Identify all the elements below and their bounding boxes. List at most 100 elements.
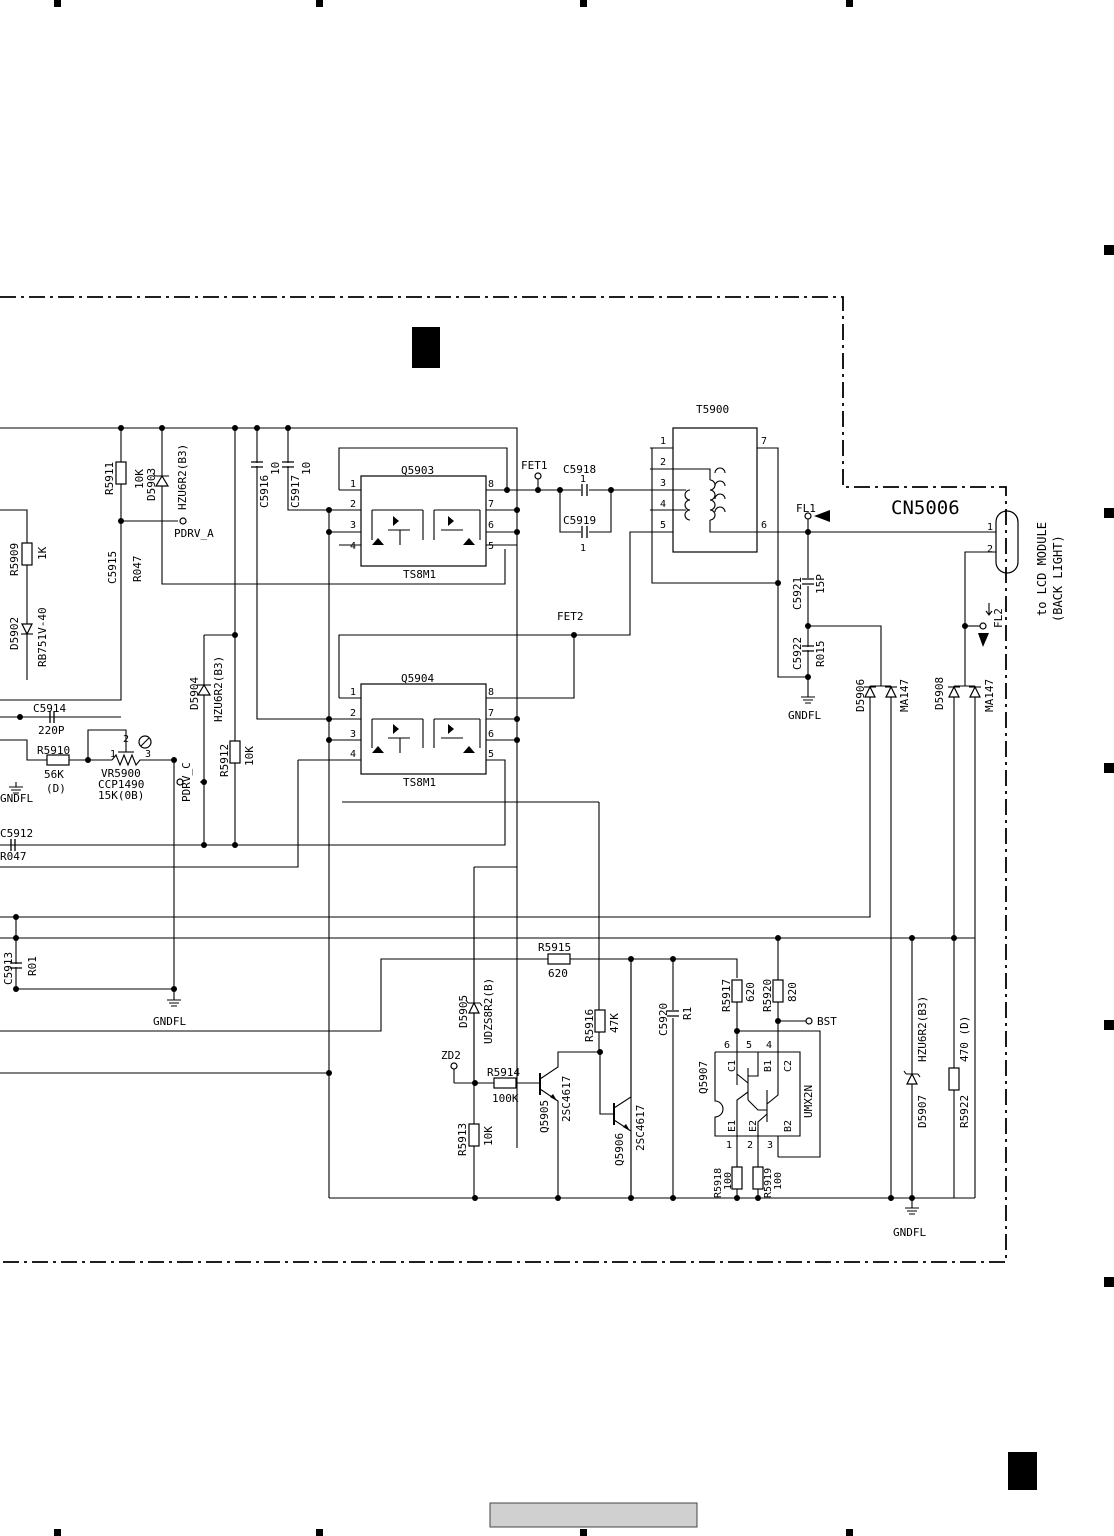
- cn5006-pin-1: 1: [987, 522, 993, 533]
- d5902-ref: D5902: [8, 617, 21, 650]
- connector-cn5006: CN5006 1 2 to LCD MODULE (BACK LIGHT): [891, 497, 1065, 622]
- d5905-value: UDZS8R2(B): [482, 978, 495, 1044]
- r5910-value: 56K: [44, 768, 64, 781]
- r5912-value: 10K: [243, 746, 256, 766]
- pdrv-a-label: PDRV_A: [174, 527, 214, 540]
- r5915-ref: R5915: [538, 941, 571, 954]
- resistor-r5916: R5916 47K: [583, 1009, 621, 1042]
- c5921-value: 15P: [814, 574, 827, 594]
- wire-q5904-pin4: [0, 759, 339, 868]
- q5903-ref: Q5903: [401, 464, 434, 477]
- c5915-ref: C5915: [106, 551, 119, 584]
- c5922-ref: C5922: [791, 637, 804, 670]
- t5900-pin-6: 6: [761, 520, 767, 531]
- diode-d5905: D5905 UDZS8R2(B): [457, 917, 495, 1083]
- transformer-t5900: T5900 1 2 3 4 5 7 6: [574, 403, 808, 678]
- fet1-net: FET1 C5918 1 C5919 1: [507, 459, 650, 554]
- c5915-value: R047: [131, 556, 144, 583]
- c5914-ref: C5914: [33, 702, 66, 715]
- output-fl1: FL1: [796, 502, 996, 533]
- capacitor-c5916: C5916 10: [251, 461, 282, 508]
- q5904-pin-6: 6: [488, 729, 494, 740]
- capacitor-c5913: C5913 R01: [2, 952, 39, 985]
- c5912-ref: C5912: [0, 827, 33, 840]
- r5920-ref: R5920: [761, 979, 774, 1012]
- vr5900-pin-1: 1: [110, 749, 116, 760]
- resistor-r5922: R5922 470 (D): [948, 1016, 971, 1128]
- r5915-value: 620: [548, 967, 568, 980]
- footer-label-box: [489, 1502, 698, 1528]
- resistor-r5914: R5914 100K: [487, 1066, 520, 1105]
- t5900-pin-1: 1: [660, 436, 666, 447]
- r5920-value: 820: [786, 982, 799, 1002]
- q5903-pin-5: 5: [488, 541, 494, 552]
- q5903-pin-4: 4: [350, 541, 356, 552]
- bst-terminal: BST: [778, 1015, 837, 1028]
- resistor-r5910: R5910 56K (D): [0, 739, 112, 795]
- r5916-ref: R5916: [583, 1009, 596, 1042]
- diode-d5902: D5902 RB751V-40: [8, 607, 49, 667]
- resistor-r5909: R5909 1K: [8, 542, 49, 576]
- q5904-pin-1: 1: [350, 687, 356, 698]
- capacitor-c5922: C5922 R015: [791, 637, 827, 670]
- r5922-value: 470 (D): [958, 1016, 971, 1062]
- transistor-array-q5907: 6 5 4 1 2 3 C1 B1 C2 E1 E2 B2 Q5907 UMX2…: [697, 1040, 815, 1167]
- q5907-term-c2: C2: [783, 1060, 794, 1072]
- fet2-label: FET2: [557, 610, 584, 623]
- r5914-value: 100K: [492, 1092, 519, 1105]
- resistor-r5917: R5917 620: [720, 979, 757, 1052]
- vr5900-value: CCP1490: [98, 778, 144, 791]
- r5917-value: 620: [744, 982, 757, 1002]
- c5920-value: R1: [681, 1007, 694, 1020]
- r5913-value: 10K: [482, 1126, 495, 1146]
- variable-resistor-vr5900: 2 1 3 VR5900 CCP1490 15K(0B): [87, 729, 174, 802]
- q5904-part: TS8M1: [403, 776, 436, 789]
- bst-label: BST: [817, 1015, 837, 1028]
- pdrv-c-terminal: [176, 778, 184, 786]
- q5903-pin-8: 8: [488, 479, 494, 490]
- q5907-pin-6: 6: [724, 1040, 730, 1051]
- t5900-pin-3: 3: [660, 478, 666, 489]
- q5907-term-e2: E2: [748, 1120, 759, 1132]
- zd2-label: ZD2: [441, 1049, 461, 1062]
- q5907-term-c1: C1: [727, 1060, 738, 1072]
- q5907-pin-5: 5: [746, 1040, 752, 1051]
- vr5900-pin-3: 3: [145, 749, 151, 760]
- r5914-ref: R5914: [487, 1066, 520, 1079]
- cn5006-pin-2: 2: [987, 544, 993, 555]
- resistor-r5915: R5915 620: [538, 941, 571, 980]
- d5906-value: MA147: [898, 679, 911, 712]
- d5902-value: RB751V-40: [36, 607, 49, 667]
- c5913-value: R01: [26, 956, 39, 976]
- ground-gndfl-bottom: GNDFL: [893, 1198, 926, 1239]
- r5916-value: 47K: [608, 1013, 621, 1033]
- output-fl2: FL2: [964, 551, 1005, 686]
- gndfl-c5922-label: GNDFL: [788, 709, 821, 722]
- fl2-label: FL2: [992, 608, 1005, 628]
- r5919-value: 100: [773, 1172, 784, 1190]
- c5922-value: R015: [814, 641, 827, 668]
- q5904-ref: Q5904: [401, 672, 434, 685]
- ground-gndfl-mid: GNDFL: [153, 989, 186, 1028]
- back-light-label: (BACK LIGHT): [1051, 535, 1065, 622]
- q5904-pin-8: 8: [488, 687, 494, 698]
- q5907-ref: Q5907: [697, 1061, 710, 1094]
- r5911-ref: R5911: [103, 462, 116, 495]
- zd2-terminal: [450, 1062, 458, 1070]
- r5910-ref: R5910: [37, 744, 70, 757]
- d5904-value: HZU6R2(B3): [212, 656, 225, 722]
- r5910-note: (D): [46, 782, 66, 795]
- d5908-ref: D5908: [933, 677, 946, 710]
- vr5900-ref: VR5900: [101, 767, 141, 780]
- q5906-value: 2SC4617: [634, 1105, 647, 1151]
- d5905-ref: D5905: [457, 995, 470, 1028]
- r5919-ref: R5919: [763, 1168, 774, 1198]
- q5907-term-b1: B1: [763, 1060, 774, 1072]
- c5920-ref: C5920: [657, 1003, 670, 1036]
- capacitor-c5920: C5920 R1: [657, 1003, 694, 1036]
- q5904-pin-4: 4: [350, 749, 356, 760]
- q5904-pin-7: 7: [488, 708, 494, 719]
- q5907-pin-1: 1: [726, 1140, 732, 1151]
- capacitor-c5914: C5914 220P: [0, 702, 121, 737]
